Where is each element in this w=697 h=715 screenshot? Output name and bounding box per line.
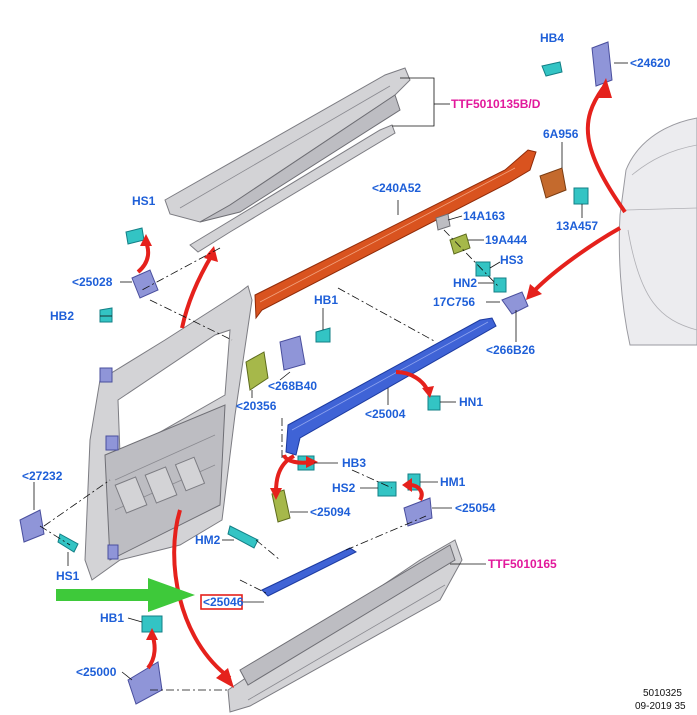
label-20356: <20356 bbox=[236, 399, 277, 413]
upper-rail-assembly bbox=[164, 67, 411, 253]
part-25028 bbox=[131, 269, 159, 299]
lower-strip-25046 bbox=[261, 547, 357, 597]
lower-sill-panel bbox=[227, 539, 463, 713]
label-6a956: 6A956 bbox=[543, 127, 579, 141]
label-hb1-mid: HB1 bbox=[314, 293, 338, 307]
label-hn1: HN1 bbox=[459, 395, 483, 409]
label-hm1: HM1 bbox=[440, 475, 466, 489]
label-25028: <25028 bbox=[72, 275, 113, 289]
label-25004: <25004 bbox=[365, 407, 406, 421]
label-17c756: 17C756 bbox=[433, 295, 475, 309]
label-19a444: 19A444 bbox=[485, 233, 527, 247]
label-hm2: HM2 bbox=[195, 533, 221, 547]
label-hb3: HB3 bbox=[342, 456, 366, 470]
label-hb1-bottom: HB1 bbox=[100, 611, 124, 625]
label-27232: <27232 bbox=[22, 469, 63, 483]
label-25000: <25000 bbox=[76, 665, 117, 679]
part-266B26 bbox=[501, 291, 529, 315]
label-266b26: <266B26 bbox=[486, 343, 535, 357]
red-arrows bbox=[136, 78, 627, 688]
label-hs1-top: HS1 bbox=[132, 194, 156, 208]
label-13a457: 13A457 bbox=[556, 219, 598, 233]
label-hs3: HS3 bbox=[500, 253, 524, 267]
body-side-panel bbox=[618, 117, 697, 346]
part-19A444 bbox=[449, 233, 471, 255]
center-track-25004 bbox=[285, 317, 497, 456]
label-24620: <24620 bbox=[630, 56, 671, 70]
label-ttf5010165: TTF5010165 bbox=[488, 557, 557, 571]
part-27232 bbox=[19, 509, 45, 543]
footer-code: 5010325 bbox=[643, 688, 682, 699]
label-25094: <25094 bbox=[310, 505, 351, 519]
part-14A163 bbox=[435, 213, 451, 231]
part-25054 bbox=[403, 497, 433, 527]
label-hn2: HN2 bbox=[453, 276, 477, 290]
label-240a52: <240A52 bbox=[372, 181, 421, 195]
label-25046: <25046 bbox=[203, 595, 244, 609]
part-25000 bbox=[127, 661, 163, 705]
part-20356 bbox=[245, 351, 269, 391]
green-arrow bbox=[56, 578, 195, 612]
part-24620 bbox=[591, 41, 613, 87]
label-14a163: 14A163 bbox=[463, 209, 505, 223]
part-268B40 bbox=[279, 335, 306, 371]
label-hb2: HB2 bbox=[50, 309, 74, 323]
part-6A956 bbox=[539, 167, 567, 199]
highlight-box-25046 bbox=[200, 594, 243, 610]
footer-date: 09-2019 35 bbox=[635, 701, 686, 712]
label-hs1-bottom: HS1 bbox=[56, 569, 80, 583]
upper-track-240A52 bbox=[254, 149, 537, 320]
leader-lines bbox=[33, 62, 628, 681]
dashed-lines bbox=[39, 229, 499, 691]
label-ttf5010135: TTF5010135B/D bbox=[451, 97, 541, 111]
part-labels: HB4 <24620 TTF5010135B/D 6A956 <240A52 H… bbox=[22, 31, 671, 679]
sliding-door-panel bbox=[84, 285, 253, 581]
label-hs2: HS2 bbox=[332, 481, 356, 495]
label-hb4: HB4 bbox=[540, 31, 564, 45]
label-25054: <25054 bbox=[455, 501, 496, 515]
label-268b40: <268B40 bbox=[268, 379, 317, 393]
